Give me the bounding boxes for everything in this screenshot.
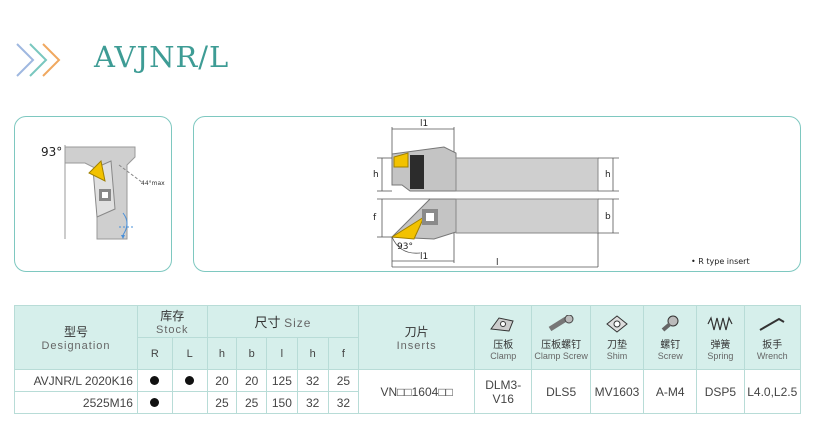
stock-r-cell [136, 391, 173, 414]
table-row: AVJNR/L 2020K16 20 20 125 32 25 VN□□1604… [14, 369, 801, 414]
page-title: AVJNR/L [94, 40, 230, 74]
l-cell: 125 [266, 369, 298, 392]
top-h-left-label: h [373, 170, 379, 180]
size-f-header: f [327, 337, 360, 370]
l-cell: 150 [266, 391, 298, 414]
clamp-screw-header: 压板螺钉 Clamp Screw [531, 305, 591, 370]
spec-table: 型号 Designation 库存 Stock 尺寸 Size 刀片 Inser… [14, 305, 801, 414]
max-angle-label: 44°max [141, 180, 165, 187]
shim-header: 刀垫 Shim [589, 305, 645, 370]
bottom-f-label: f [373, 213, 377, 223]
b-cell: 20 [236, 369, 268, 392]
size-b-header: b [236, 337, 268, 370]
inserts-header: 刀片 Inserts [358, 305, 476, 370]
spring-header: 弹簧 Spring [696, 305, 745, 370]
b-cell: 25 [236, 391, 268, 414]
stock-r-cell [136, 369, 173, 392]
dimension-drawing: l1 h h f b 93° l1 l [373, 119, 619, 268]
wrench-cell: L4.0,L2.5 [743, 369, 801, 414]
size-h-header: h [206, 337, 238, 370]
angle-93-label: 93° [41, 145, 63, 159]
size-l-header: l [266, 337, 298, 370]
stock-l-cell [171, 369, 208, 392]
screw-cell: A-M4 [643, 369, 698, 414]
top-l1-label: l1 [420, 119, 428, 129]
insert-cell: VN□□1604□□ [358, 369, 476, 414]
toolholder-top-view: 44°max [64, 145, 165, 240]
model-cell: 2525M16 [14, 391, 138, 414]
clamp-cell: DLM3-V16 [474, 369, 533, 414]
wrench-header: 扳手 Wrench [743, 305, 801, 370]
in-stock-dot [150, 375, 160, 385]
clamp-header: 压板 Clamp [474, 305, 533, 370]
bottom-l-label: l [496, 258, 499, 268]
bottom-l1-label: l1 [420, 252, 428, 262]
in-stock-dot [185, 375, 195, 385]
screw-icon [661, 315, 679, 332]
in-stock-dot [150, 397, 160, 407]
clamp-icon [490, 316, 514, 332]
wrench-icon [759, 317, 785, 331]
bottom-angle-label: 93° [397, 242, 413, 252]
stock-header: 库存 Stock [136, 305, 208, 338]
screw-header: 螺钉 Screw [643, 305, 698, 370]
shim-icon [606, 314, 628, 333]
spring-cell: DSP5 [696, 369, 745, 414]
f-cell: 25 [327, 369, 360, 392]
stock-r-header: R [136, 337, 173, 370]
bottom-b-label: b [605, 212, 611, 222]
table-row: 2525M16 25 25 150 32 32 [14, 391, 801, 414]
size-header: 尺寸 Size [206, 305, 360, 338]
spring-icon [707, 315, 733, 330]
size-h2-header: h [296, 337, 329, 370]
designation-header: 型号 Designation [14, 305, 138, 370]
chevron-arrows-icon [16, 43, 61, 77]
h-cell: 20 [206, 369, 238, 392]
h-cell: 25 [206, 391, 238, 414]
clamp-screw-icon [548, 314, 574, 331]
h2-cell: 32 [296, 391, 329, 414]
stock-l-header: L [171, 337, 208, 370]
stock-l-cell [171, 391, 208, 414]
f-cell: 32 [327, 391, 360, 414]
h2-cell: 32 [296, 369, 329, 392]
model-cell: AVJNR/L 2020K16 [14, 369, 138, 392]
shim-cell: MV1603 [589, 369, 645, 414]
clamp-screw-cell: DLS5 [531, 369, 591, 414]
approach-angle-panel: 93° 44°max [14, 116, 172, 272]
dimension-drawing-panel: l1 h h f b 93° l1 l • R ty [193, 116, 801, 272]
top-h-right-label: h [605, 170, 611, 180]
r-type-insert-note: • R type insert [691, 257, 750, 266]
